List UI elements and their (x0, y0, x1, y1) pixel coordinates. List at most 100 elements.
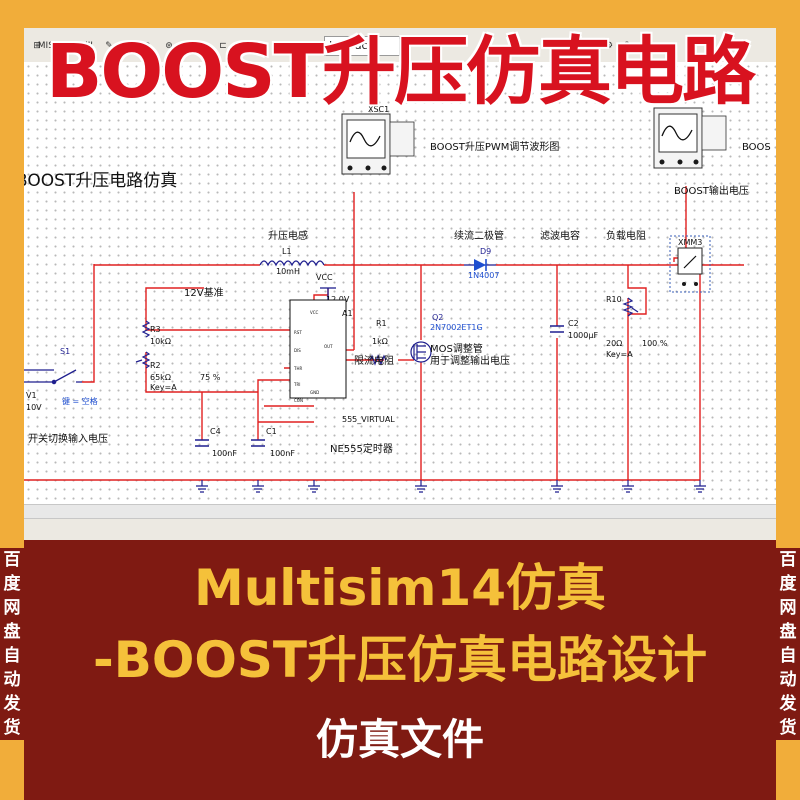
oscilloscope-1-label: XSC1 (368, 105, 389, 114)
bus-icon[interactable]: ⊘ (143, 41, 151, 51)
timer-555[interactable]: VCC RST DIS THR TRI CON OUT GND (289, 299, 347, 403)
c2-value: 1000μF (568, 331, 598, 340)
switch-caption: 开关切换输入电压 (28, 432, 108, 445)
r2-value: 65kΩ (150, 373, 171, 382)
schematic-canvas[interactable]: BOOST升压电路仿真 (24, 62, 776, 504)
side-right-char: 货 (779, 718, 797, 738)
promo-line-1: Multisim14仿真 (193, 559, 607, 617)
oscilloscope-1[interactable] (341, 113, 415, 175)
inductor-value: 10mH (276, 267, 300, 276)
capacitor-c1[interactable] (251, 439, 265, 447)
side-left-char: 网 (3, 598, 21, 618)
capacitor-c4[interactable] (195, 439, 209, 447)
pause-icon[interactable]: ❚❚ (274, 41, 290, 51)
q2-ref: Q2 (432, 313, 443, 322)
svg-text:CON: CON (294, 398, 303, 403)
r2-ref: R2 (150, 361, 161, 370)
svg-text:DIS: DIS (294, 348, 301, 353)
stop-icon[interactable]: ■ (298, 41, 308, 51)
oscilloscope-1-caption: BOOST升压PWM调节波形图 (430, 140, 559, 153)
r10-ref: R10 (606, 295, 622, 304)
current-limit-caption: 限流电阻 (354, 354, 394, 367)
resistor-r3[interactable] (141, 320, 151, 338)
frame-top (0, 0, 800, 24)
settings-icon[interactable]: ⚙ (604, 41, 614, 51)
switch-s1[interactable] (24, 369, 82, 385)
side-right-char: 百 (779, 550, 797, 570)
vcc-label: VCC (316, 273, 333, 282)
diode-value: 1N4007 (468, 271, 499, 280)
diode-d9[interactable] (464, 259, 496, 271)
svg-text:TRI: TRI (293, 382, 300, 387)
simulation-mode-select[interactable]: Interacti (324, 36, 400, 56)
capacitor-c2[interactable] (550, 325, 564, 333)
side-left-char: 盘 (3, 622, 21, 642)
filter-capacitor-caption: 滤波电容 (540, 229, 580, 242)
oscilloscope-2-caption: BOOS (742, 142, 771, 153)
component-icon[interactable]: ⊞ (33, 41, 41, 51)
r10-value: 20Ω (606, 339, 622, 348)
inductor-l1[interactable] (259, 260, 325, 267)
wire-icon[interactable]: ✎ (105, 41, 113, 51)
v1-value: 10V (26, 403, 42, 412)
r2-key: Key=A (150, 383, 177, 392)
r1-ref: R1 (376, 319, 387, 328)
multisim-window: ⊞ MISC ▣ Ψ ✎ ✦ ⊘ ⊛ ⋮ ⊏ ⊐ ▶ ❚❚ ■ Interact… (24, 28, 776, 540)
potentiometer-r2[interactable] (135, 351, 151, 369)
rf-icon[interactable]: ⊛ (165, 41, 173, 51)
side-right-char: 盘 (779, 622, 797, 642)
timer-model: 555_VIRTUAL (342, 415, 395, 424)
ground-symbols (196, 480, 706, 493)
schematic-heading: BOOST升压电路仿真 (24, 171, 177, 191)
help-icon[interactable]: ? (624, 41, 630, 51)
c4-ref: C4 (210, 427, 221, 436)
side-left-char: 货 (3, 718, 21, 738)
c1-value: 100nF (270, 449, 295, 458)
multimeter-xmm3[interactable] (669, 235, 711, 293)
output-voltage-caption: BOOST输出电压 (674, 184, 749, 197)
v1-ref: V1 (26, 391, 37, 400)
diode-caption: 续流二极管 (454, 229, 504, 242)
ladder-icon[interactable]: ⊏ (219, 41, 227, 51)
indicator-icon[interactable]: ▣ (66, 41, 76, 51)
resistor-r1[interactable] (369, 354, 387, 366)
antenna-icon[interactable]: Ψ (85, 41, 93, 51)
load-resistor-caption: 负载电阻 (606, 229, 646, 242)
hierarchy-icon[interactable]: ⋮ (186, 41, 196, 51)
svg-text:THR: THR (293, 366, 302, 371)
side-right-char: 网 (779, 598, 797, 618)
misc-button[interactable]: MISC (37, 41, 61, 51)
probe-icon[interactable]: ✦ (125, 41, 133, 51)
svg-text:OUT: OUT (324, 344, 333, 349)
promo-line-3: 仿真文件 (315, 715, 484, 764)
side-right-char: 动 (779, 670, 797, 690)
r1-value: 1kΩ (372, 337, 388, 346)
run-icon[interactable]: ▶ (257, 41, 265, 51)
toolbar: ⊞ MISC ▣ Ψ ✎ ✦ ⊘ ⊛ ⋮ ⊏ ⊐ ▶ ❚❚ ■ Interact… (24, 28, 776, 63)
oscilloscope-2[interactable] (653, 107, 727, 169)
connector-icon[interactable]: ⊐ (237, 41, 245, 51)
horizontal-scrollbar[interactable] (24, 504, 776, 519)
inductor-caption: 升压电感 (268, 229, 308, 242)
wire-net (24, 186, 744, 481)
side-left-char: 发 (3, 694, 21, 714)
q2-value: 2N7002ET1G (430, 323, 483, 332)
reference-caption: 12V基准 (184, 286, 224, 299)
c2-ref: C2 (568, 319, 579, 328)
side-left-char: 度 (3, 574, 21, 594)
r10-key: Key=A (606, 350, 633, 359)
svg-text:VCC: VCC (310, 310, 319, 315)
timer-caption: NE555定时器 (330, 442, 393, 455)
s1-ref: S1 (60, 347, 70, 356)
side-text-left: 百 度 网 盘 自 动 发 货 (0, 548, 24, 740)
r3-ref: R3 (150, 325, 161, 334)
svg-text:GND: GND (310, 390, 319, 395)
multimeter-label: XMM3 (678, 238, 702, 247)
side-left-char: 百 (3, 550, 21, 570)
vcc-source[interactable] (320, 287, 336, 300)
c4-value: 100nF (212, 449, 237, 458)
promo-panel: Multisim14仿真 -BOOST升压仿真电路设计 仿真文件 (24, 540, 776, 800)
side-right-char: 度 (779, 574, 797, 594)
potentiometer-r10[interactable] (622, 297, 639, 317)
mosfet-q2[interactable] (410, 341, 432, 363)
